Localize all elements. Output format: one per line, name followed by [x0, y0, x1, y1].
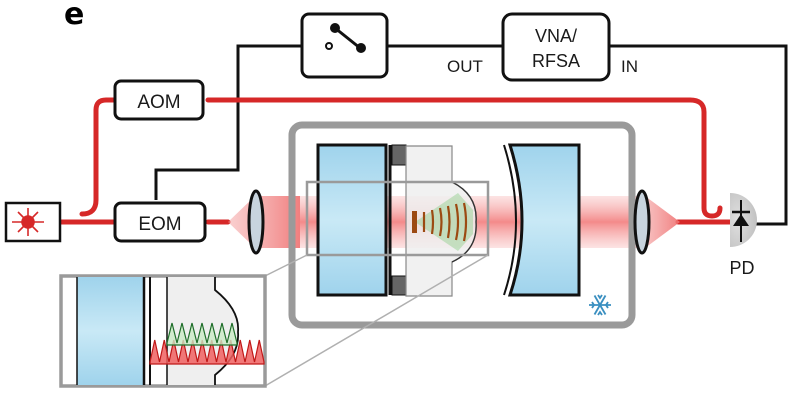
photodetector: PD — [729, 193, 757, 278]
acoustic-wavefronts — [412, 202, 468, 242]
optical-standing-wave — [149, 339, 265, 365]
cryostat-frame — [288, 121, 636, 329]
laser-icon — [12, 208, 44, 236]
laser-source — [4, 201, 62, 243]
pd-label: PD — [729, 258, 754, 278]
vna-label-line2: RFSA — [532, 51, 580, 71]
photodiode-icon — [732, 200, 750, 242]
panel-label: e — [64, 0, 84, 32]
acoustic-resonator — [405, 145, 477, 297]
output-lens — [633, 189, 651, 255]
vna-out-label: OUT — [447, 57, 483, 76]
zoomed-inset — [59, 274, 267, 388]
vna-in-label: IN — [621, 57, 638, 76]
eom-to-switch-wire — [154, 44, 302, 200]
curved-mirror — [503, 143, 581, 297]
zoom-region-box — [305, 180, 490, 257]
rf-switch — [300, 12, 389, 79]
switch-icon — [325, 23, 366, 53]
vna-rfsa-instrument: VNA/ RFSA — [501, 12, 611, 82]
vna-to-pd-wire — [610, 44, 788, 226]
vna-label-line1: VNA/ — [535, 26, 577, 46]
flat-mirror — [316, 143, 407, 297]
aom-module: AOM — [113, 79, 205, 121]
acoustic-wave — [166, 322, 238, 346]
electrical-wiring — [154, 44, 788, 226]
zoom-callout-lines — [264, 254, 489, 387]
input-lens — [247, 189, 265, 255]
snowflake-icon — [589, 294, 611, 316]
eom-module: EOM — [113, 201, 207, 243]
aom-label: AOM — [137, 92, 180, 113]
eom-label: EOM — [138, 214, 181, 235]
